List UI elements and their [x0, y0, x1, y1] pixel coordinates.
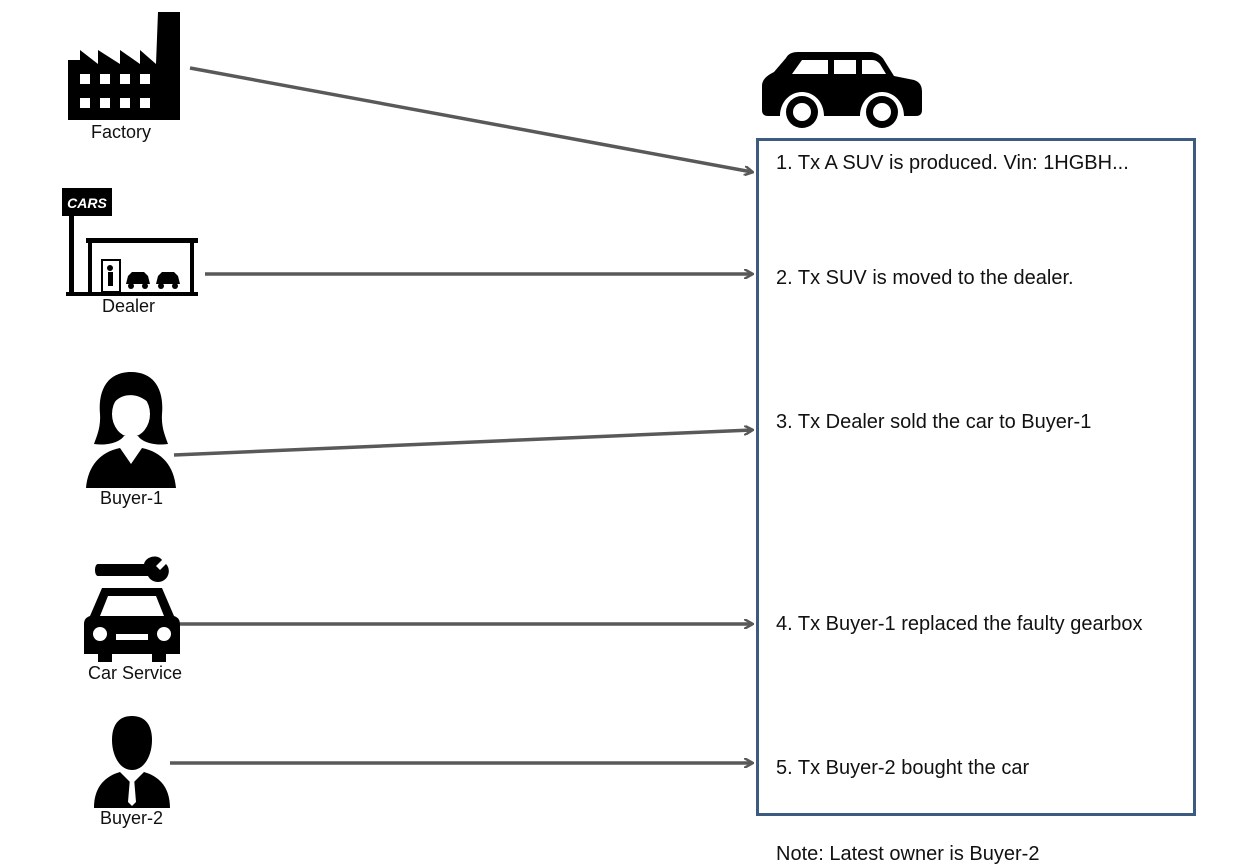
- car-dealership-icon: CARS: [62, 186, 202, 298]
- dealer-label: Dealer: [102, 296, 156, 316]
- factory-label: Factory: [91, 122, 152, 142]
- ledger-box: [756, 138, 1196, 816]
- arrow-factory-to-tx1: [189, 66, 752, 172]
- businessman-icon: [92, 712, 172, 808]
- ownership-note: Note: Latest owner is Buyer-2: [776, 843, 1040, 865]
- transaction-3: 3. Tx Dealer sold the car to Buyer-1: [776, 411, 1092, 433]
- arrow-buyer1-to-tx3: [173, 430, 752, 457]
- car-service-icon: [82, 554, 182, 666]
- suv-icon: [758, 50, 924, 130]
- transaction-5: 5. Tx Buyer-2 bought the car: [776, 757, 1030, 779]
- transaction-1: 1. Tx A SUV is produced. Vin: 1HGBH...: [776, 152, 1129, 174]
- car-service-label: Car Service: [88, 663, 183, 683]
- transaction-4: 4. Tx Buyer-1 replaced the faulty gearbo…: [776, 613, 1143, 635]
- factory-icon: [68, 12, 180, 120]
- transaction-2: 2. Tx SUV is moved to the dealer.: [776, 267, 1074, 289]
- buyer2-label: Buyer-2: [100, 808, 164, 828]
- woman-icon: [84, 370, 178, 488]
- dealer-sign-text: CARS: [67, 195, 107, 211]
- buyer1-label: Buyer-1: [100, 488, 164, 508]
